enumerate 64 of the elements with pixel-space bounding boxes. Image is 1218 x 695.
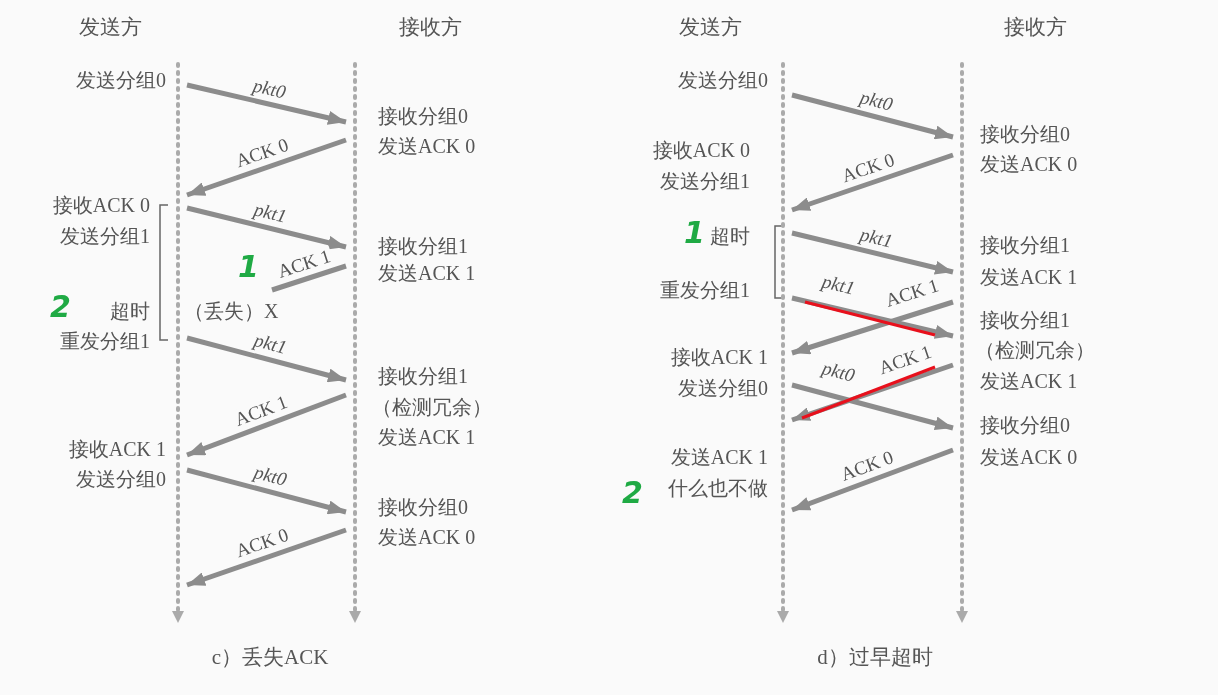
lifeline-header: 接收方	[398, 14, 462, 40]
event-text: 超时	[710, 224, 750, 248]
event-text: 发送分组0	[678, 376, 768, 400]
event-text: 接收分组0	[378, 104, 468, 128]
lifeline-header: 发送方	[78, 14, 142, 40]
message-arrow	[186, 82, 347, 125]
message-arrow	[186, 467, 347, 515]
message-arrow	[791, 382, 954, 431]
handwritten-mark: 1	[238, 252, 259, 282]
event-text: 接收分组1	[378, 364, 468, 388]
lifeline	[953, 62, 971, 624]
event-text: 发送分组1	[660, 169, 750, 193]
event-text: 发送ACK 1	[670, 445, 768, 469]
event-text: 接收ACK 0	[652, 138, 750, 162]
message-arrow	[186, 205, 347, 250]
message-arrow	[186, 137, 347, 198]
lifeline	[774, 62, 792, 624]
event-text: 发送ACK 0	[980, 445, 1078, 469]
message-arrow	[791, 230, 954, 275]
event-text: 发送ACK 1	[980, 265, 1078, 289]
event-text: 接收ACK 1	[68, 437, 166, 461]
event-text: 发送分组0	[76, 467, 166, 491]
handwritten-mark: 2	[622, 478, 643, 508]
event-text: （检测冗余）	[975, 338, 1095, 362]
lifeline-header: 发送方	[678, 14, 742, 40]
event-text: 发送分组0	[76, 68, 166, 92]
lifeline	[346, 62, 364, 624]
event-text: 接收分组0	[980, 122, 1070, 146]
handwritten-mark: 1	[684, 218, 705, 248]
message-arrow	[791, 152, 954, 213]
panel-caption: c）丢失ACK	[211, 645, 329, 669]
message-arrow	[791, 362, 954, 423]
event-text: 重发分组1	[60, 329, 150, 353]
message-arrow	[186, 527, 347, 588]
lifeline-header: 接收方	[1003, 14, 1067, 40]
event-text: 发送ACK 0	[378, 134, 476, 158]
lifeline	[169, 62, 187, 624]
event-text: 发送ACK 1	[980, 369, 1078, 393]
event-text: 接收分组0	[378, 495, 468, 519]
event-text: 接收ACK 0	[52, 193, 150, 217]
event-text: 超时	[110, 299, 150, 323]
event-text: 发送ACK 0	[378, 525, 476, 549]
event-text: 发送分组0	[678, 68, 768, 92]
event-text: 重发分组1	[660, 278, 750, 302]
message-arrow	[791, 295, 954, 339]
message-arrow	[791, 447, 954, 513]
handwritten-mark: 2	[50, 292, 71, 322]
event-text: 什么也不做	[668, 476, 768, 500]
event-text: 接收分组1	[980, 233, 1070, 257]
message-arrow	[186, 335, 347, 383]
event-text: 接收分组0	[980, 413, 1070, 437]
event-text: 发送ACK 0	[980, 152, 1078, 176]
message-arrow	[791, 92, 954, 140]
event-text: 发送ACK 1	[378, 425, 476, 449]
event-text: （检测冗余）	[372, 395, 492, 419]
event-text: 发送ACK 1	[378, 261, 476, 285]
event-text: 发送分组1	[60, 224, 150, 248]
event-text: 接收ACK 1	[670, 345, 768, 369]
message-arrow	[791, 299, 954, 356]
message-arrow	[186, 392, 347, 458]
event-text: 接收分组1	[378, 234, 468, 258]
event-text: （丢失）X	[184, 299, 279, 323]
panel-caption: d）过早超时	[817, 645, 933, 669]
event-text: 接收分组1	[980, 308, 1070, 332]
